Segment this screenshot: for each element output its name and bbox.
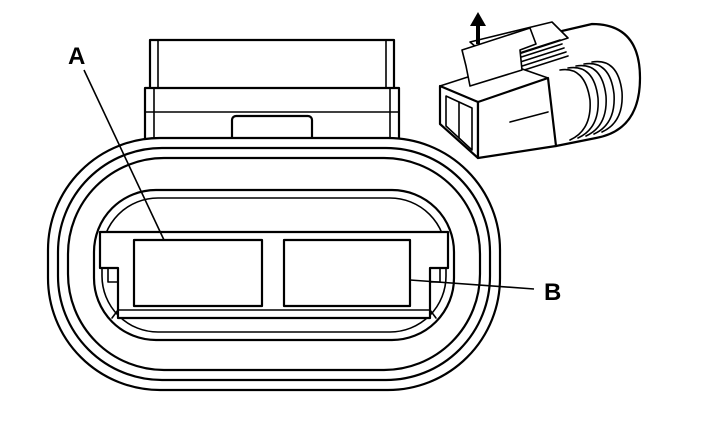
connector-face-view — [46, 38, 502, 392]
top-latch — [143, 38, 401, 144]
leader-line-b — [409, 279, 535, 290]
callout-a: A — [68, 43, 165, 241]
callout-b: B — [409, 279, 561, 306]
connector-ribs — [559, 60, 623, 141]
terminal-cavity-b — [282, 238, 412, 308]
callout-label-b: B — [544, 279, 561, 306]
up-arrow-icon — [470, 12, 486, 44]
callout-label-a: A — [68, 43, 85, 70]
connector-isometric-view — [438, 12, 642, 160]
terminal-cavity-a — [132, 238, 264, 308]
leader-line-a — [83, 69, 165, 241]
